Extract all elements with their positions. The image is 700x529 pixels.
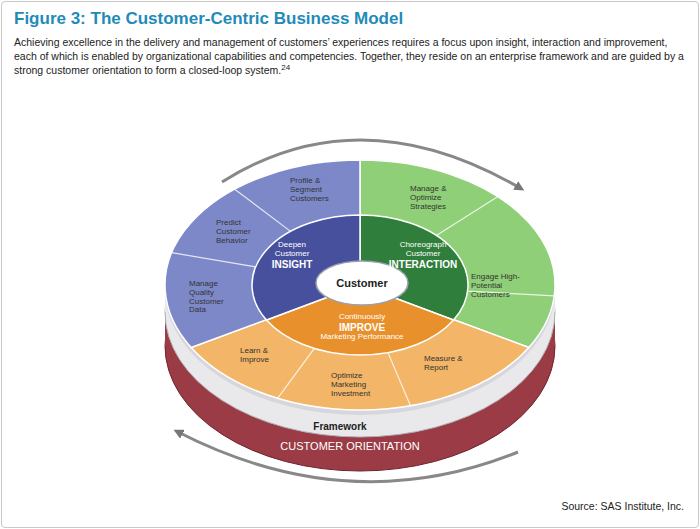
- segment-label: INTERACTION: [387, 259, 459, 270]
- wheel-segment: Measure & Report: [424, 355, 472, 373]
- segment-label: Predict Customer Behavior: [216, 219, 264, 245]
- figure-title: Figure 3: The Customer-Centric Business …: [14, 9, 403, 29]
- segment-label: Customer: [320, 277, 404, 289]
- source-note: Source: SAS Institute, Inc.: [561, 500, 684, 512]
- footnote-number: 24: [281, 63, 290, 72]
- puzzle-seam: [172, 253, 256, 267]
- segment-label: CUSTOMER ORIENTATION: [250, 440, 450, 452]
- wheel-segment: Predict Customer Behavior: [216, 219, 264, 245]
- puzzle-seam: [235, 189, 291, 231]
- segment-label: INSIGHT: [260, 259, 324, 270]
- wheel-segment: ContinuouslyIMPROVEMarketing Performance: [312, 313, 412, 342]
- wheel-segment: Manage Quality Customer Data: [189, 280, 241, 315]
- segment-label: IMPROVE: [312, 322, 412, 333]
- wheel-segment: Choreograph CustomerINTERACTION: [387, 241, 459, 270]
- segment-label: Deepen Customer: [260, 241, 324, 259]
- segment-label: Engage High-Potential Customers: [471, 273, 529, 299]
- segment-label: Manage Quality Customer Data: [189, 280, 241, 315]
- wheel-segment: CUSTOMER ORIENTATION: [250, 440, 450, 452]
- wheel: [165, 160, 555, 471]
- wheel-segment: Customer: [320, 277, 404, 289]
- wheel-segment: Manage & Optimize Strategies: [410, 185, 470, 211]
- wheel-segment: Profile & Segment Customers: [290, 177, 346, 203]
- segment-label: Measure & Report: [424, 355, 472, 373]
- wheel-segment: Learn & Improve: [240, 347, 284, 365]
- wheel-segment: Framework: [300, 421, 380, 432]
- segment-label: Marketing Performance: [312, 333, 412, 342]
- segment-label: Learn & Improve: [240, 347, 284, 365]
- segment-label: Continuously: [312, 313, 412, 322]
- puzzle-seam: [278, 348, 315, 398]
- segment-label: Profile & Segment Customers: [290, 177, 346, 203]
- caption-block: Achieving excellence in the delivery and…: [14, 35, 686, 77]
- caption: Achieving excellence in the delivery and…: [14, 36, 684, 76]
- segment-label: Choreograph Customer: [387, 241, 459, 259]
- segment-label: Manage & Optimize Strategies: [410, 185, 470, 211]
- wheel-segment: Optimize Marketing Investment: [331, 372, 389, 398]
- puzzle-seam: [388, 353, 411, 406]
- segment-label: Framework: [300, 421, 380, 432]
- segment-label: Optimize Marketing Investment: [331, 372, 389, 398]
- wheel-segment: Deepen CustomerINSIGHT: [260, 241, 324, 270]
- wheel-segment: Engage High-Potential Customers: [471, 273, 529, 299]
